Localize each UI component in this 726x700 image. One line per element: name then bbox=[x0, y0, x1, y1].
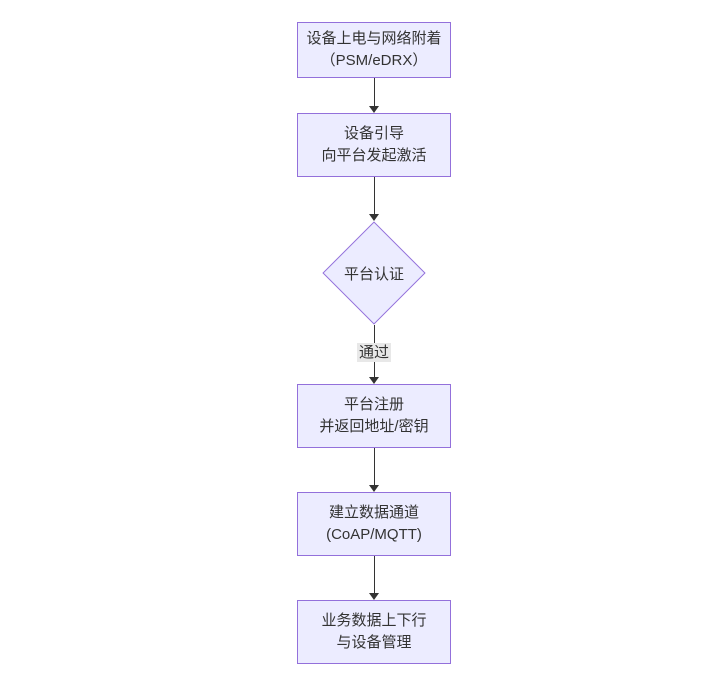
node-power-attach-line2: （PSM/eDRX） bbox=[320, 52, 428, 69]
flowchart-column: 设备上电与网络附着 （PSM/eDRX） 设备引导 向平台发起激活 平台认证 通… bbox=[297, 0, 451, 700]
node-business-line1: 业务数据上下行 bbox=[321, 612, 427, 629]
edge-line bbox=[373, 177, 375, 214]
edge-line bbox=[373, 78, 375, 106]
node-auth-decision: 平台认证 bbox=[322, 221, 426, 325]
edge-bootstrap-to-auth bbox=[369, 177, 379, 221]
node-register: 平台注册 并返回地址/密钥 bbox=[297, 384, 451, 448]
node-bootstrap: 设备引导 向平台发起激活 bbox=[297, 113, 451, 177]
arrowhead-down-icon bbox=[369, 593, 379, 600]
arrowhead-down-icon bbox=[369, 377, 379, 384]
node-channel-line2: (CoAP/MQTT) bbox=[326, 526, 422, 543]
node-channel-line1: 建立数据通道 bbox=[328, 504, 419, 521]
edge-channel-to-business bbox=[369, 556, 379, 600]
node-auth-label: 平台认证 bbox=[343, 265, 404, 283]
arrowhead-down-icon bbox=[369, 214, 379, 221]
node-power-attach-line1: 设备上电与网络附着 bbox=[306, 30, 442, 47]
node-bootstrap-line2: 向平台发起激活 bbox=[321, 147, 427, 164]
edge-register-to-channel bbox=[369, 448, 379, 492]
node-business-line2: 与设备管理 bbox=[336, 634, 412, 651]
edge-line bbox=[373, 448, 375, 485]
edge-label-pass: 通过 bbox=[356, 343, 392, 362]
node-power-attach: 设备上电与网络附着 （PSM/eDRX） bbox=[297, 22, 451, 78]
node-register-line2: 并返回地址/密钥 bbox=[319, 418, 429, 435]
edge-line bbox=[373, 556, 375, 593]
edge-power-to-bootstrap bbox=[369, 78, 379, 113]
node-bootstrap-line1: 设备引导 bbox=[343, 125, 404, 142]
node-register-line1: 平台注册 bbox=[343, 396, 404, 413]
node-business: 业务数据上下行 与设备管理 bbox=[297, 600, 451, 664]
node-channel: 建立数据通道 (CoAP/MQTT) bbox=[297, 492, 451, 556]
arrowhead-down-icon bbox=[369, 485, 379, 492]
arrowhead-down-icon bbox=[369, 106, 379, 113]
